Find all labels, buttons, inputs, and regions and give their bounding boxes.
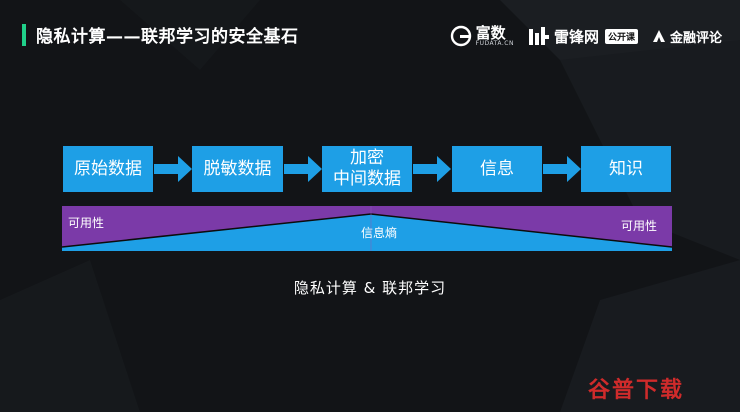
arrow-right-icon [413, 156, 451, 182]
step-raw-data: 原始数据 [63, 146, 153, 192]
fudata-logo-sub: FUDATA.CN [475, 39, 514, 47]
jinrong-logo-icon [652, 30, 665, 42]
leiphone-logo: 雷锋网 公开课 [528, 25, 638, 47]
usability-label-left: 可用性 [68, 216, 105, 230]
arrow-right-icon [543, 156, 581, 182]
fudata-logo-name: 富数 [475, 23, 506, 42]
leiphone-badge: 公开课 [604, 28, 638, 44]
partner-logos: 富数 FUDATA.CN 雷锋网 公开课 金融评论 [450, 20, 722, 52]
step-knowledge: 知识 [581, 146, 671, 192]
leiphone-logo-icon [528, 27, 549, 45]
slide-title: 隐私计算——联邦学习的安全基石 [36, 27, 299, 47]
entropy-region [62, 214, 672, 251]
step-encrypted-data: 加密 中间数据 [322, 146, 412, 192]
leiphone-logo-name: 雷锋网 [553, 27, 599, 46]
usability-entropy-band [62, 206, 672, 251]
step-information: 信息 [452, 146, 542, 192]
jinrong-logo: 金融评论 [652, 27, 722, 46]
step-masked-data: 脱敏数据 [192, 146, 283, 192]
usability-region [62, 206, 672, 247]
arrow-right-icon [154, 156, 192, 182]
jinrong-logo-name: 金融评论 [669, 30, 722, 46]
fudata-logo-icon [450, 25, 471, 47]
title-accent-bar [22, 24, 26, 46]
site-watermark: 谷普下载 [587, 378, 684, 403]
slide-caption: 隐私计算 & 联邦学习 [293, 279, 447, 297]
entropy-label: 信息熵 [361, 226, 398, 240]
arrow-right-icon [284, 156, 322, 182]
fudata-logo: 富数 FUDATA.CN [450, 25, 514, 47]
usability-label-right: 可用性 [621, 219, 658, 233]
